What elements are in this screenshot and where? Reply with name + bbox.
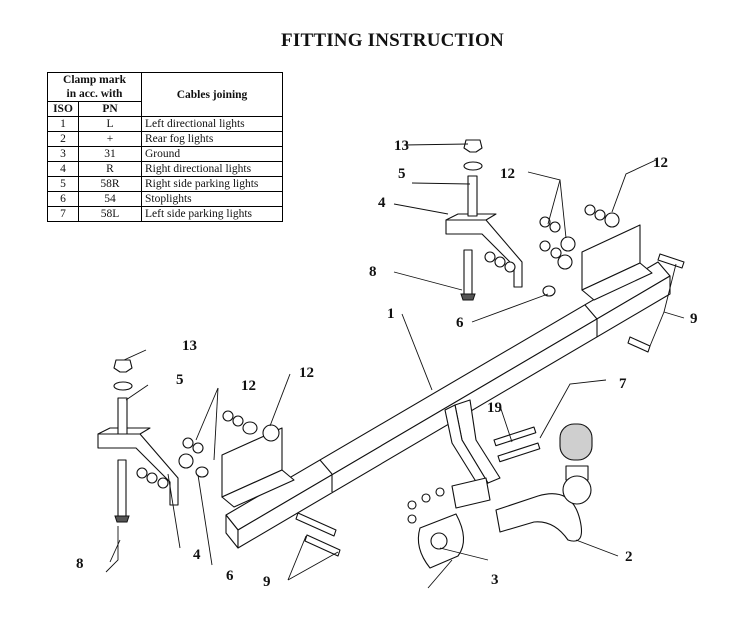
callout-labels: 1 2 3 4 4 5 5 6 6 7 8 8 9 9 12 12 12 12 …	[76, 138, 698, 590]
callout-12-left-outer: 12	[299, 365, 314, 381]
page-title: FITTING INSTRUCTION	[281, 30, 504, 51]
table-row: 4 R Right directional lights	[47, 161, 283, 177]
callout-1: 1	[387, 306, 395, 322]
table-row: 1 L Left directional lights	[47, 116, 283, 132]
callout-5-left: 5	[176, 372, 184, 388]
table-row: 7 58L Left side parking lights	[47, 206, 283, 222]
callout-12-left-inner: 12	[241, 378, 256, 394]
callout-4-left: 4	[193, 547, 201, 563]
table-row: 6 54 Stoplights	[47, 191, 283, 207]
table-row: 2 + Rear fog lights	[47, 131, 283, 147]
left-bolts	[295, 512, 341, 557]
callout-2: 2	[625, 549, 633, 565]
right-beam-bracket	[581, 224, 653, 301]
cable-cell: Stoplights	[141, 191, 283, 207]
center-hanger	[444, 399, 541, 509]
leader-lines	[105, 143, 685, 589]
cable-cell: Rear fog lights	[141, 131, 283, 147]
cross-beam	[225, 261, 671, 549]
right-fastener-set	[539, 204, 620, 297]
callout-7: 7	[619, 376, 627, 392]
callout-3: 3	[491, 572, 499, 588]
header-clamp-mark: Clamp mark in acc. with	[47, 72, 142, 102]
left-side-bracket	[97, 359, 179, 523]
left-beam-bracket	[221, 427, 295, 508]
cable-cell: Right directional lights	[141, 161, 283, 177]
cable-cell: Left directional lights	[141, 116, 283, 132]
right-bolts	[627, 253, 685, 353]
callout-8-left: 8	[76, 556, 84, 572]
callout-8-right: 8	[369, 264, 377, 280]
callout-12-right-inner: 12	[500, 166, 515, 182]
callout-5-right: 5	[398, 166, 406, 182]
callout-13-left: 13	[182, 338, 197, 354]
callout-9-right: 9	[690, 311, 698, 327]
callout-19: 19	[487, 400, 502, 416]
header-iso: ISO	[47, 101, 79, 117]
callout-9-left: 9	[263, 574, 271, 590]
cable-clamp-table: Clamp mark in acc. with Cables joining I…	[47, 72, 283, 222]
callout-4-right: 4	[378, 195, 386, 211]
callout-6-right: 6	[456, 315, 464, 331]
callout-6-left: 6	[226, 568, 234, 584]
callout-13-right: 13	[394, 138, 409, 154]
table-row: 3 31 Ground	[47, 146, 283, 162]
tow-ball	[495, 423, 593, 542]
right-side-bracket	[445, 139, 523, 301]
pn-cell: 58L	[78, 206, 142, 222]
callout-12-right-outer: 12	[653, 155, 668, 171]
cable-cell: Left side parking lights	[141, 206, 283, 222]
left-fastener-set	[178, 410, 280, 478]
socket-plate	[407, 487, 465, 569]
